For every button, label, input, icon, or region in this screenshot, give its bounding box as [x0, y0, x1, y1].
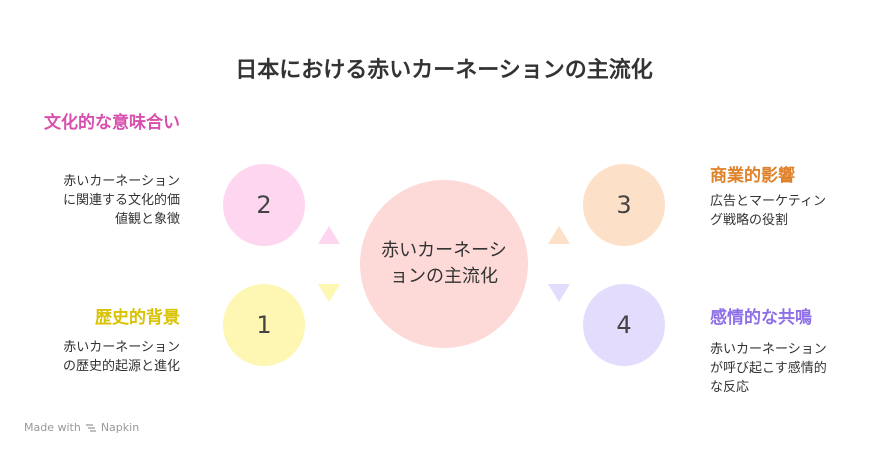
- circle-3: 3: [583, 164, 665, 246]
- circle-2: 2: [223, 164, 305, 246]
- heading-cultural: 文化的な意味合い: [44, 113, 180, 133]
- heading-historical: 歴史的背景: [95, 308, 180, 328]
- desc-historical: 赤いカーネーション の歴史的起源と進化: [62, 340, 180, 374]
- desc-commercial: 広告とマーケティン グ戦略の役割: [710, 194, 826, 228]
- heading-emotional: 感情的な共鳴: [710, 308, 812, 328]
- number-4: 4: [616, 311, 632, 339]
- number-3: 3: [616, 191, 632, 219]
- footer: Made with Napkin: [24, 421, 139, 434]
- desc-emotional: 赤いカーネーション が呼び起こす感情的 な反応: [710, 342, 827, 395]
- circle-4: 4: [583, 284, 665, 366]
- number-1: 1: [256, 311, 272, 339]
- page-title: 日本における赤いカーネーションの主流化: [235, 58, 653, 83]
- number-2: 2: [256, 191, 272, 219]
- center-label: 赤いカーネーションの主流化: [381, 240, 507, 287]
- center-circle: 赤いカーネーションの主流化: [360, 180, 528, 348]
- footer-brand: Napkin: [100, 421, 140, 434]
- circle-1: 1: [223, 284, 305, 366]
- footer-text: Made with: [24, 421, 81, 434]
- heading-commercial: 商業的影響: [710, 166, 795, 186]
- arrow-down-right-icon: [548, 284, 570, 302]
- napkin-logo-icon: [85, 423, 96, 432]
- arrow-up-left-icon: [318, 226, 340, 244]
- desc-cultural: 赤いカーネーション に関連する文化的価 値観と象徴: [62, 174, 180, 227]
- arrow-down-left-icon: [318, 284, 340, 302]
- arrow-up-right-icon: [548, 226, 570, 244]
